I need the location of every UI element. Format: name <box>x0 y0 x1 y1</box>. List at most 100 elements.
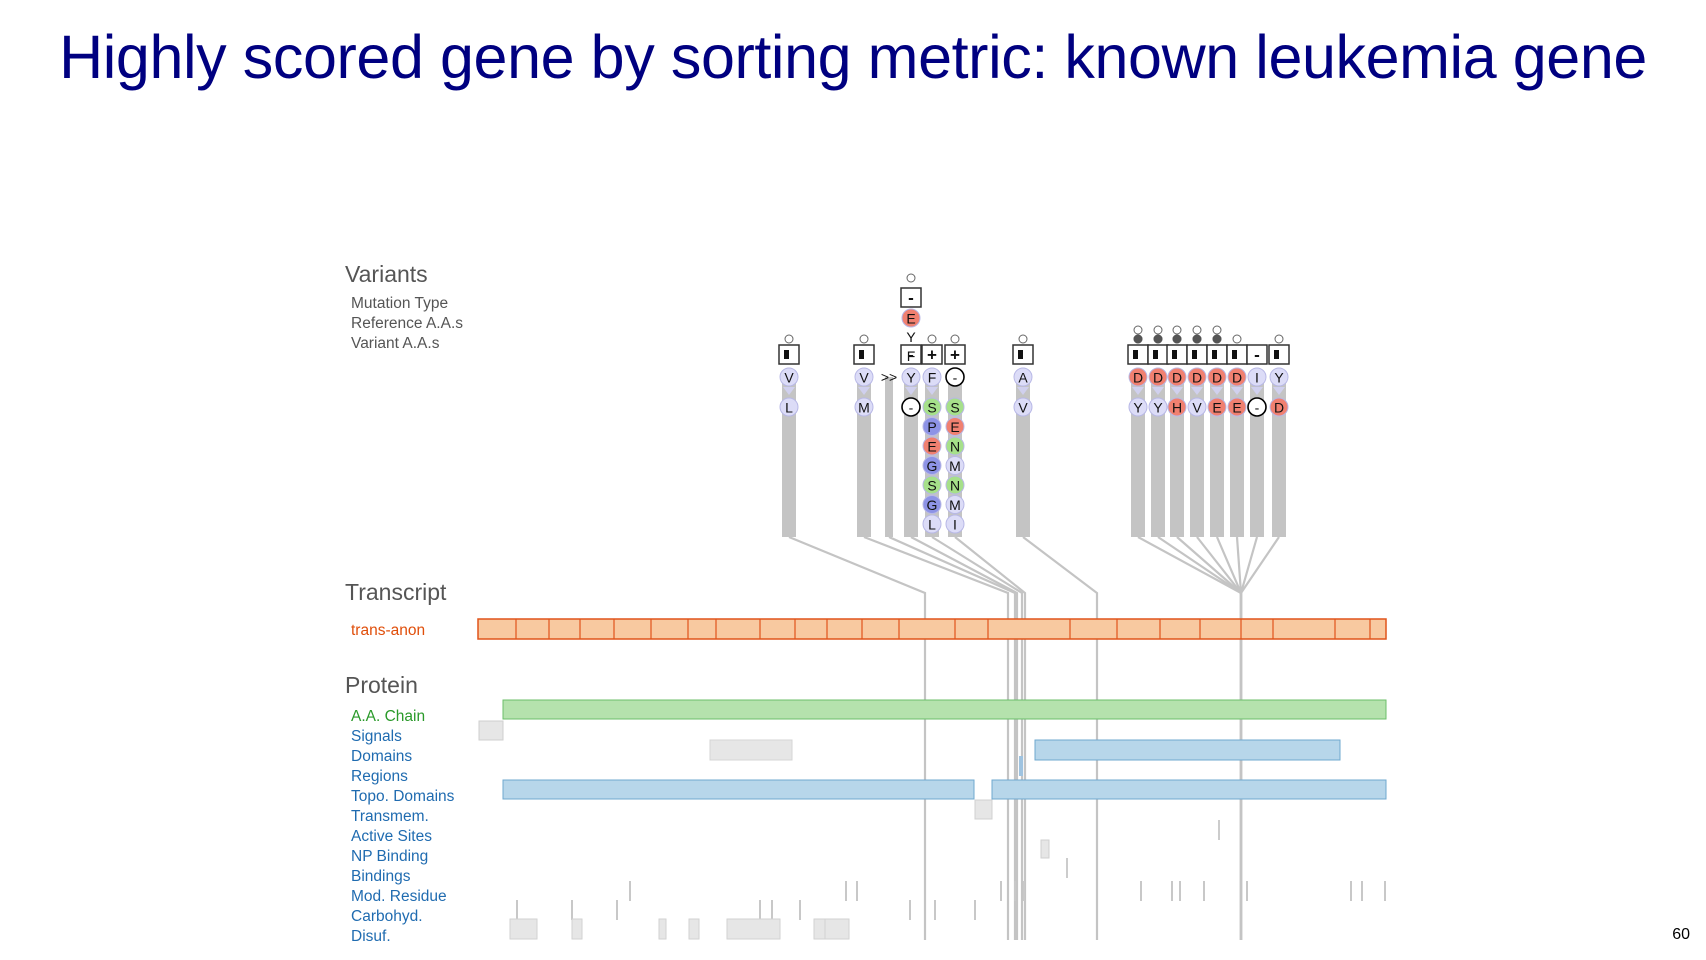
mutation-count-dot <box>906 273 916 283</box>
amino-acid-circle <box>1148 367 1168 387</box>
variant-connector-line <box>1196 536 1243 940</box>
track-label-chain[interactable]: A.A. Chain <box>351 708 425 725</box>
amino-acid-letter: S <box>927 478 936 494</box>
variant-column[interactable]: >> <box>881 369 897 385</box>
variant-connector-line <box>788 535 927 940</box>
variant-stem <box>1250 377 1264 537</box>
amino-acid-letter: D <box>1274 400 1284 416</box>
variant-column[interactable]: VL <box>778 334 800 417</box>
amino-acid-circle <box>854 397 874 417</box>
variant-stem <box>857 377 871 537</box>
amino-acid-letter: D <box>1172 370 1182 386</box>
variant-column[interactable]: DY <box>1127 334 1149 417</box>
disulfide-box <box>688 918 700 940</box>
amino-acid-letter: S <box>927 400 936 416</box>
domain-box-blue <box>1034 739 1341 761</box>
variant-connector-line <box>1215 536 1243 940</box>
variant-connector-line <box>863 535 1010 940</box>
amino-acid-circle <box>1187 397 1207 417</box>
amino-acid-letter: M <box>949 497 961 513</box>
amino-acid-circle <box>922 436 942 456</box>
variant-stem <box>1272 377 1286 537</box>
amino-acid-letter: D <box>1133 370 1143 386</box>
variant-column[interactable]: DH <box>1166 334 1188 417</box>
amino-acid-letter: V <box>1192 400 1202 416</box>
variant-connector-line <box>1022 536 1099 940</box>
amino-acid-letter: I <box>1255 370 1259 386</box>
amino-acid-circle <box>1269 367 1289 387</box>
transcript-track[interactable] <box>477 618 1387 640</box>
variant-column[interactable]: -I- <box>1246 344 1268 417</box>
amino-acid-circle <box>1013 397 1033 417</box>
track-label-np-binding[interactable]: NP Binding <box>351 848 428 865</box>
track-label-disuf[interactable]: Disuf. <box>351 928 391 945</box>
transmembrane-box <box>974 799 993 820</box>
track-label-carbohyd[interactable]: Carbohyd. <box>351 908 423 925</box>
variant-stem <box>1230 377 1244 537</box>
track-label-topo-domains[interactable]: Topo. Domains <box>351 788 455 805</box>
amino-acid-letter: Y <box>906 370 916 386</box>
amino-acid-letter: E <box>927 439 936 455</box>
amino-acid-circle <box>922 456 942 475</box>
amino-acid-circle <box>922 367 942 387</box>
disulfide-box <box>726 918 781 940</box>
mutation-count-dot <box>859 334 869 344</box>
variant-column[interactable]: VM <box>853 334 875 417</box>
ref-arrow <box>783 387 795 395</box>
signal-peptide-box <box>478 720 504 741</box>
track-label-mod-residue[interactable]: Mod. Residue <box>351 888 447 905</box>
amino-acid-circle <box>945 367 965 387</box>
amino-acid-letter: D <box>1212 370 1222 386</box>
topo-domain-1 <box>502 779 975 800</box>
mutation-count-dot <box>1133 325 1143 335</box>
track-label-active-sites[interactable]: Active Sites <box>351 828 432 845</box>
disulfide-box <box>509 918 538 940</box>
track-label-transmem[interactable]: Transmem. <box>351 808 429 825</box>
mutation-type-label: Mutation Type <box>351 295 448 312</box>
amino-acid-circle <box>1247 397 1267 417</box>
slide-title: Highly scored gene by sorting metric: kn… <box>59 23 1647 91</box>
amino-acid-letter: Y <box>1133 400 1143 416</box>
amino-acid-circle <box>945 397 965 417</box>
deletion-symbol: - <box>908 289 914 308</box>
ref-arrow <box>1273 387 1285 395</box>
track-label-domains[interactable]: Domains <box>351 748 412 765</box>
track-label-bindings[interactable]: Bindings <box>351 868 411 885</box>
variant-column[interactable]: AV <box>1012 334 1034 417</box>
variant-column[interactable]: DE <box>1226 334 1248 417</box>
ref-arrow <box>858 387 870 395</box>
variant-connector-line <box>1239 536 1259 940</box>
track-label-signals[interactable]: Signals <box>351 728 402 745</box>
amino-acid-circle <box>1227 397 1247 417</box>
variant-stem <box>1170 377 1184 537</box>
deletion-symbol: - <box>1254 346 1260 365</box>
amino-acid-letter: - <box>953 370 958 386</box>
transcript-heading: Transcript <box>345 579 447 605</box>
mutation-count-dot-filled <box>1153 334 1163 344</box>
amino-acid-circle <box>1013 367 1033 387</box>
variant-connector-line <box>1157 536 1243 940</box>
transcript-track-label[interactable]: trans-anon <box>351 622 425 639</box>
variant-column[interactable]: YD <box>1268 334 1290 417</box>
variant-column[interactable]: DE <box>1206 334 1228 417</box>
variant-stem <box>1131 377 1145 537</box>
reference-aa-label: Reference A.A.s <box>351 315 463 332</box>
variant-connector-line <box>931 536 1024 940</box>
amino-acid-circle <box>854 367 874 387</box>
insertion-marker <box>944 344 966 365</box>
amino-acid-circle <box>901 367 921 387</box>
variant-column[interactable]: DV <box>1186 334 1208 417</box>
amino-acid-circle <box>945 475 965 495</box>
amino-acid-circle <box>945 436 965 456</box>
reference-stack-letter: Y <box>906 329 916 345</box>
variant-columns: VLVM>>--EYFY-+FSPEGSGL+-SENMNMIAVDYDYDHD… <box>778 273 1290 534</box>
track-label-regions[interactable]: Regions <box>351 768 408 785</box>
variant-connector-line <box>954 536 1027 940</box>
deletion-symbol: - <box>908 346 914 365</box>
mutation-count-dot <box>1274 334 1284 344</box>
variant-column[interactable]: DY <box>1147 334 1169 417</box>
